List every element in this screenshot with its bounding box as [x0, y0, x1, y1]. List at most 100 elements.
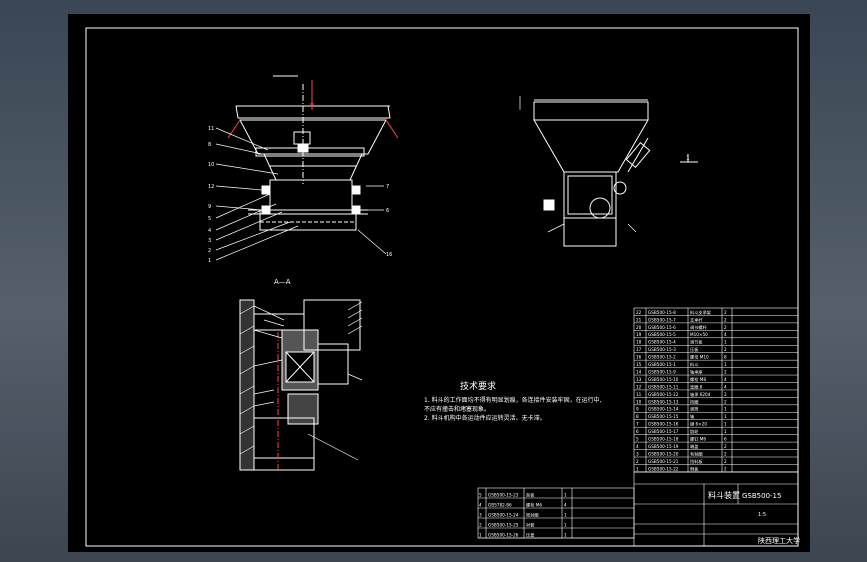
tech-requirements-line: 1. 料斗的工作面均不得有明显划痕，各连接件安装牢固，在运行中, — [424, 396, 602, 404]
bom-cell-no: 13 — [636, 377, 642, 382]
bom-cell-no: 11 — [636, 392, 642, 397]
bom-cell-no: 1 — [636, 466, 639, 471]
bom-cell-code: GSB500-15-21 — [648, 459, 679, 464]
front-view — [215, 75, 399, 261]
bom-cell-no: 22 — [636, 310, 642, 315]
bom-cell-code: GSB500-15-22 — [648, 466, 679, 471]
side-view — [519, 96, 698, 247]
cad-drawing-canvas: A—A 1 11 8 10 12 9 5 4 3 2 1 7 6 16 技术要求… — [85, 27, 800, 547]
bom-cell-qty: 2 — [724, 451, 727, 456]
front-view-labels: 11 8 10 12 9 5 4 3 2 1 7 6 16 — [208, 126, 392, 264]
bom-cell-name: 轴承座 — [690, 368, 703, 375]
bom-cell-code: GSB500-15-10 — [648, 377, 679, 382]
bom-cell-no: 3 — [636, 451, 639, 456]
bom-cell-qty: 2 — [724, 347, 727, 352]
bom-cell-qty: 6 — [724, 437, 727, 442]
bom-cell-name: 垫圈 8 — [690, 383, 703, 390]
bom-cell-name: 螺母 M10 — [690, 354, 709, 361]
bom-cell-qty: 1 — [564, 532, 567, 537]
bom-cell-no: 1 — [479, 532, 482, 537]
bom-cell-no: 8 — [636, 414, 639, 419]
bom-cell-qty: 1 — [564, 522, 567, 527]
balloon-label: 1 — [208, 258, 211, 264]
balloon-label: 9 — [208, 204, 211, 210]
bom-cell-code: GSB500-15-16 — [648, 422, 679, 427]
bom-cell-qty: 2 — [724, 317, 727, 322]
bom-cell-name: 轴承 6204 — [690, 391, 711, 398]
drawing-name: 料斗装置 — [708, 490, 740, 500]
balloon-label: 10 — [208, 162, 214, 168]
bom-cell-qty: 2 — [724, 369, 727, 374]
bom-cell-name: 料斗支承架 — [690, 309, 711, 316]
bom-cell-name: 衬套 — [526, 521, 535, 528]
balloon-label: 5 — [208, 216, 211, 222]
bom-cell-code: GSB500-15-15 — [648, 414, 679, 419]
bom-cell-qty: 2 — [724, 392, 727, 397]
bom-cell-code: GSB500-15-6 — [648, 325, 676, 330]
bom-cell-no: 15 — [636, 362, 642, 367]
bom-cell-code: GSB500-15-9 — [648, 369, 676, 374]
bom-cell-no: 5 — [479, 492, 482, 497]
bom-cell-no: 18 — [636, 340, 642, 345]
bom-cell-code: GSB500-15-7 — [648, 317, 676, 322]
bom-cell-code: GSB500-15-18 — [648, 437, 679, 442]
bom-cell-name: 轴 — [690, 413, 694, 420]
title-block — [633, 471, 799, 547]
bom-cell-code: GSB500-15-14 — [648, 407, 679, 412]
bom-cell-name: 挡圈 — [690, 398, 698, 405]
bom-cell-qty: 1 — [724, 429, 727, 434]
bom-cell-qty: 2 — [724, 325, 727, 330]
bom-cell-code: GSB500-15-13 — [648, 399, 679, 404]
bom-cell-code: GSB500-15-26 — [488, 532, 519, 537]
bom-cell-code: GSB500-15-24 — [488, 512, 519, 517]
bom-cell-name: M10×50 — [690, 332, 708, 337]
bom-cell-no: 4 — [479, 502, 482, 507]
bom-cell-code: GSB500-15-20 — [648, 451, 679, 456]
bom-cell-name: 刮板 — [526, 491, 535, 498]
bom-cell-code: GSB500-15-5 — [648, 332, 676, 337]
bom-cell-no: 6 — [636, 429, 639, 434]
drawing-number: GSB500-15 — [742, 492, 781, 500]
tech-requirements-line: 不应有撞击和堵塞现象。 — [424, 405, 490, 413]
bom-cell-no: 5 — [636, 437, 639, 442]
bom-cell-name: 端盖 — [690, 443, 698, 450]
tech-requirements: 技术要求 1. 料斗的工作面均不得有明显划痕，各连接件安装牢固，在运行中, 不应… — [424, 380, 602, 422]
balloon-label: 2 — [208, 248, 211, 254]
bom-cell-qty: 1 — [724, 340, 727, 345]
bom-cell-name: 链轮 — [690, 428, 699, 435]
bom-cell-no: 16 — [636, 355, 642, 360]
bom-cell-qty: 2 — [724, 444, 727, 449]
bom-cell-qty: 1 — [724, 407, 727, 412]
balloon-label: 11 — [208, 126, 214, 132]
bom-cell-code: GSB500-15-2 — [648, 355, 676, 360]
tech-requirements-title: 技术要求 — [460, 380, 496, 392]
bom-cell-name: 键 6×20 — [690, 421, 707, 428]
school-name: 陕西理工大学 — [758, 536, 800, 545]
bom-cell-qty: 4 — [724, 377, 727, 382]
bom-cell-qty: 2 — [724, 399, 727, 404]
bom-cell-no: 7 — [636, 422, 639, 427]
bom-cell-code: GSB500-15-23 — [488, 492, 519, 497]
bom-cell-qty: 1 — [724, 362, 727, 367]
balloon-label: 4 — [208, 228, 211, 234]
balloon-label: 7 — [386, 184, 389, 190]
bom-cell-no: 3 — [479, 512, 482, 517]
bom-cell-code: GSB500-15-1 — [648, 362, 676, 367]
balloon-label: 6 — [386, 208, 389, 214]
bom-cell-no: 12 — [636, 384, 642, 389]
bom-cell-code: GSB500-15-8 — [648, 310, 676, 315]
bom-cell-code: GSB500-15-3 — [648, 347, 676, 352]
bom-cell-no: 14 — [636, 369, 642, 374]
bom-cell-qty: 4 — [724, 384, 727, 389]
balloon-label: 8 — [208, 142, 211, 148]
bom-cell-name: 滚筒 — [690, 406, 698, 413]
bom-cell-name: 压盖 — [526, 531, 534, 538]
bom-cell-no: 2 — [636, 459, 639, 464]
bom-cell-code: GSB500-15-25 — [488, 522, 519, 527]
bom-cell-name: 螺钉 M6 — [690, 436, 706, 443]
bom-cell-no: 19 — [636, 332, 642, 337]
scale: 1:5 — [758, 512, 766, 518]
bom-cell-no: 10 — [636, 399, 642, 404]
